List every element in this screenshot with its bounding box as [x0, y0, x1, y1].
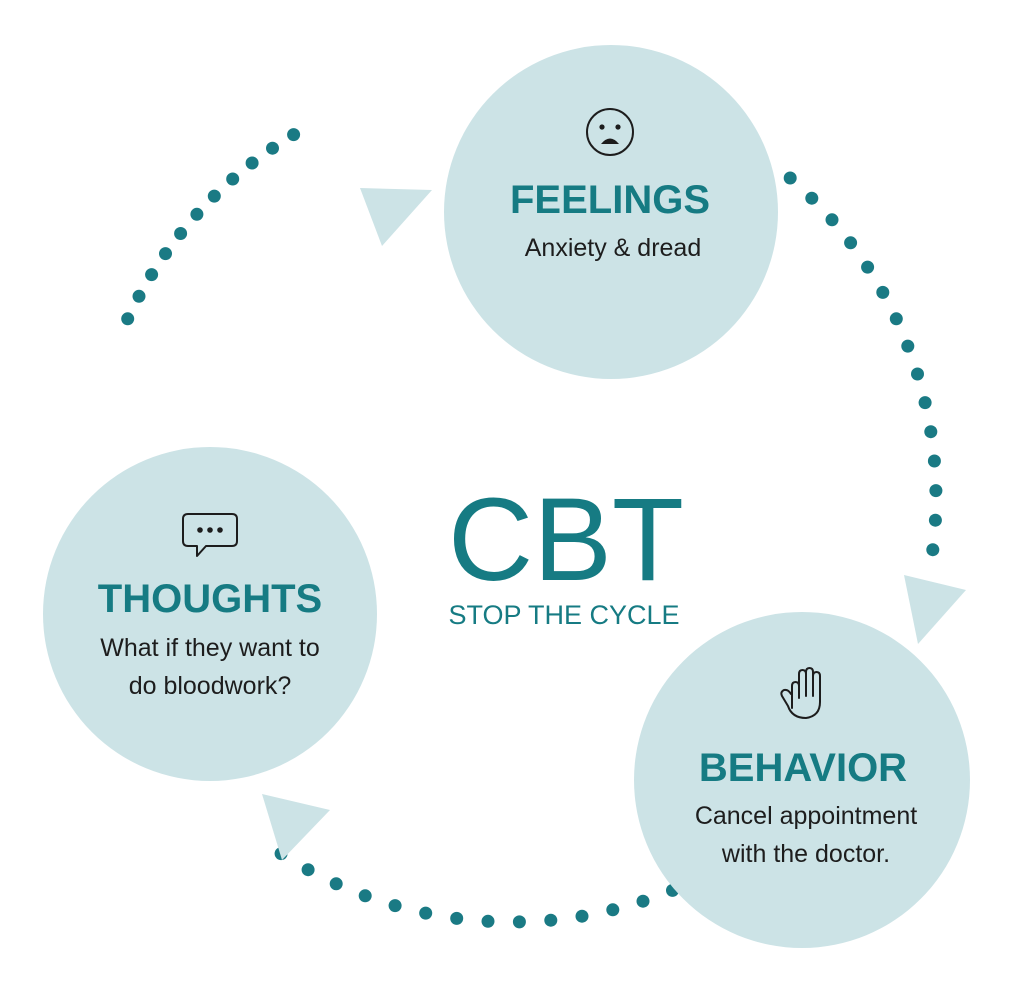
dot-arc-thoughts-to-feelings	[190, 207, 204, 221]
node-thoughts: THOUGHTS What if they want to do bloodwo…	[43, 447, 377, 781]
dot-arc-thoughts-to-feelings	[226, 172, 240, 186]
arrowhead-to-thoughts	[262, 794, 330, 860]
center-subtitle: STOP THE CYCLE	[448, 600, 679, 630]
behavior-circle	[634, 612, 970, 948]
dot-arc-behavior-to-thoughts	[450, 911, 464, 925]
dot-arc-feelings-to-behavior	[889, 312, 903, 326]
feelings-circle	[444, 45, 778, 379]
thoughts-title: THOUGHTS	[98, 577, 322, 621]
dot-arc-thoughts-to-feelings	[121, 312, 135, 326]
dot-arc-thoughts-to-feelings	[266, 141, 279, 155]
cycle-dotted-arrows	[121, 128, 943, 929]
dot-arc-thoughts-to-feelings	[245, 156, 259, 170]
dot-arc-thoughts-to-feelings	[159, 247, 172, 261]
behavior-title: BEHAVIOR	[699, 746, 907, 790]
feelings-description: Anxiety & dread	[525, 234, 702, 262]
dot-arc-behavior-to-thoughts	[575, 909, 589, 923]
hand-stop-icon	[780, 667, 821, 719]
dot-arc-feelings-to-behavior	[929, 484, 943, 498]
thoughts-description-line-1: What if they want to	[100, 634, 320, 662]
dot-arc-behavior-to-thoughts	[419, 906, 433, 920]
dot-arc-behavior-to-thoughts	[329, 877, 343, 891]
dot-arc-feelings-to-behavior	[928, 513, 942, 527]
dot-arc-thoughts-to-feelings	[287, 128, 301, 142]
dot-arc-feelings-to-behavior	[927, 454, 941, 468]
dot-arc-feelings-to-behavior	[844, 236, 858, 250]
feelings-title: FEELINGS	[510, 178, 710, 222]
arrowhead-to-feelings	[360, 188, 432, 246]
dot-arc-thoughts-to-feelings	[174, 227, 188, 240]
dot-arc-feelings-to-behavior	[926, 543, 940, 557]
dot-arc-feelings-to-behavior	[901, 339, 915, 353]
dot-arc-behavior-to-thoughts	[636, 894, 650, 908]
dot-arc-thoughts-to-feelings	[132, 289, 146, 303]
dot-arc-feelings-to-behavior	[805, 191, 819, 205]
dot-arc-feelings-to-behavior	[876, 285, 890, 299]
thoughts-description-line-2: do bloodwork?	[129, 672, 292, 700]
arrowhead-to-behavior	[904, 575, 966, 644]
speech-bubble-icon	[182, 513, 238, 557]
dot-arc-behavior-to-thoughts	[481, 914, 495, 928]
dot-arc-thoughts-to-feelings	[145, 268, 159, 282]
center-title: CBT	[448, 474, 684, 606]
node-behavior: BEHAVIOR Cancel appointment with the doc…	[634, 612, 970, 948]
dot-arc-feelings-to-behavior	[861, 260, 875, 274]
dot-arc-behavior-to-thoughts	[301, 863, 315, 877]
dot-arc-behavior-to-thoughts	[388, 899, 402, 913]
dot-arc-feelings-to-behavior	[825, 213, 839, 227]
dot-arc-behavior-to-thoughts	[358, 889, 372, 903]
node-feelings: FEELINGS Anxiety & dread	[444, 45, 778, 379]
dot-arc-behavior-to-thoughts	[606, 903, 620, 917]
dot-arc-behavior-to-thoughts	[512, 915, 526, 929]
dot-arc-feelings-to-behavior	[918, 396, 932, 410]
sad-face-icon	[586, 108, 634, 156]
dot-arc-thoughts-to-feelings	[207, 189, 221, 203]
behavior-description-line-2: with the doctor.	[721, 840, 890, 868]
thoughts-circle	[43, 447, 377, 781]
dot-arc-feelings-to-behavior	[783, 171, 797, 185]
dot-arc-feelings-to-behavior	[924, 425, 938, 439]
dot-arc-behavior-to-thoughts	[544, 913, 558, 927]
behavior-description-line-1: Cancel appointment	[695, 802, 917, 830]
dot-arc-feelings-to-behavior	[911, 367, 924, 381]
